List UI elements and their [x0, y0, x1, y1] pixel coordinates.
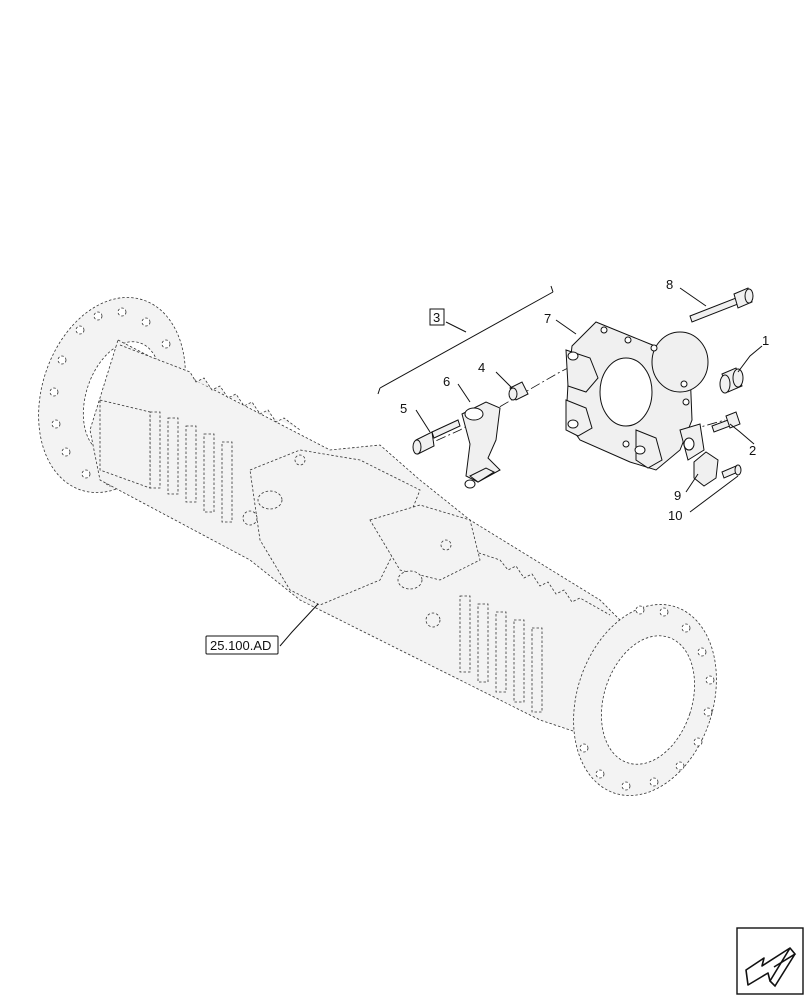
callout-1: 1: [762, 333, 769, 348]
left-port-2: [242, 510, 258, 526]
group-bracket: [377, 285, 554, 395]
callout-leaders: [279, 287, 763, 647]
callouts: 1 2 3 4 5 6 7 8 9 10: [400, 277, 769, 523]
callout-5: 5: [400, 401, 407, 416]
center-bowl: [249, 449, 421, 606]
left-flange-bolt-holes: [49, 307, 181, 487]
reference-box[interactable]: [205, 635, 279, 655]
callout-3: 3: [433, 310, 440, 325]
right-port: [397, 570, 423, 590]
part-4-dowel: [508, 381, 529, 401]
part-8-bolt: [689, 287, 754, 323]
center-plug-right: [440, 539, 452, 551]
center-pad: [369, 504, 481, 581]
center-plug-top: [294, 454, 306, 466]
nav-arrow: [745, 947, 791, 986]
callout-2: 2: [749, 443, 756, 458]
part-1-plug: [719, 367, 744, 394]
axle-housing: [38, 297, 717, 796]
reference-text: 25.100.AD: [210, 638, 271, 653]
part-7-housing: [565, 321, 709, 471]
callout-7: 7: [544, 311, 551, 326]
part-2-screw: [711, 411, 741, 433]
callout-9: 9: [674, 488, 681, 503]
part-6-clamp: [461, 401, 501, 489]
left-arm-ribs: [99, 399, 233, 523]
group-leader: [445, 321, 467, 333]
right-rib-teeth: [469, 549, 611, 616]
reference-label[interactable]: 25.100.AD: [205, 635, 279, 655]
right-arm-ribs: [459, 595, 543, 713]
callout-6: 6: [443, 374, 450, 389]
right-flange-bolt-holes: [579, 605, 715, 791]
part-10-screw: [721, 464, 742, 479]
part-9-cover: [693, 451, 719, 487]
left-port: [257, 490, 283, 510]
right-port-2: [425, 612, 441, 628]
arrow-left-icon[interactable]: [736, 927, 804, 995]
left-rib-teeth: [119, 344, 301, 431]
callout-8: 8: [666, 277, 673, 292]
callout-10: 10: [668, 508, 682, 523]
callout-4: 4: [478, 360, 485, 375]
right-flange-bore: [601, 635, 695, 765]
nav-arrow-depth: [769, 947, 797, 988]
part-5-bolt: [412, 419, 461, 455]
callout-3-box: [429, 308, 445, 326]
